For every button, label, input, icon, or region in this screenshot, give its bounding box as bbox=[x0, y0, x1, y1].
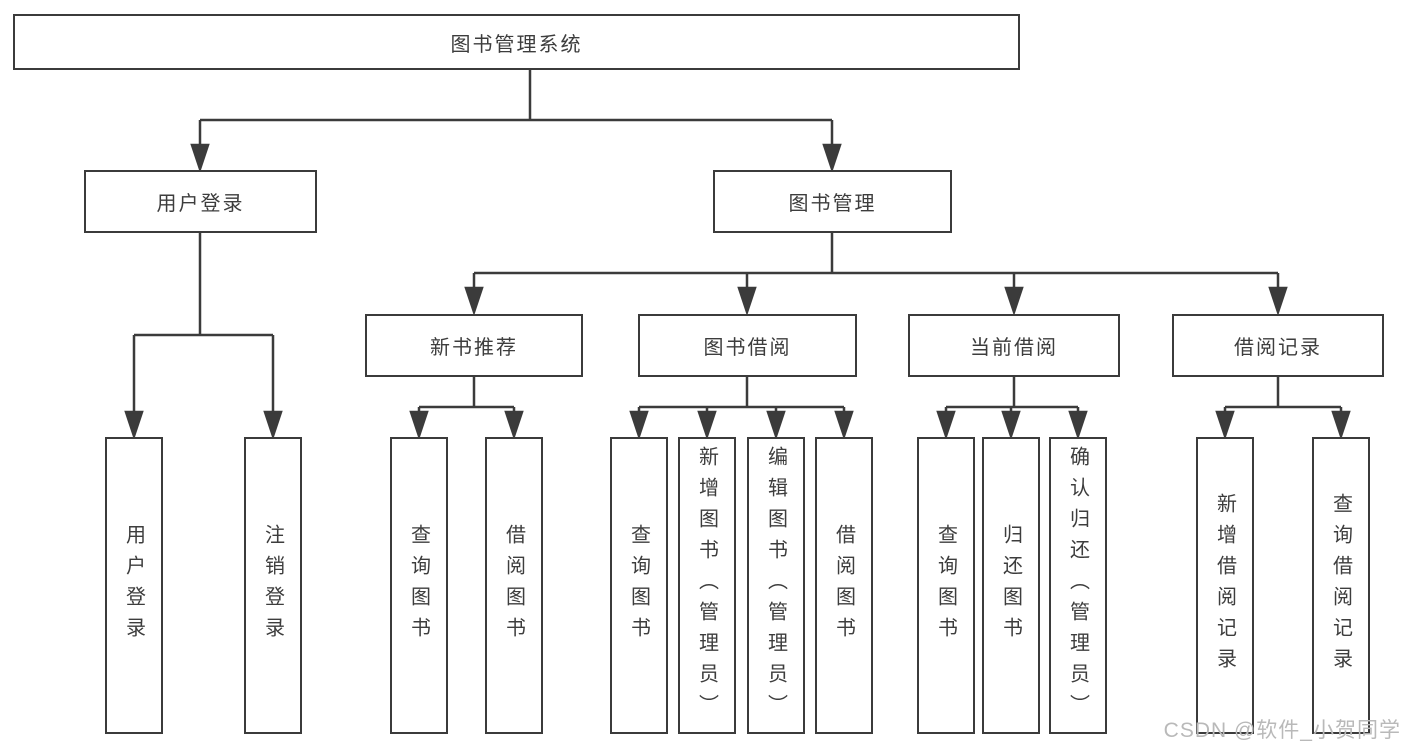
leaf-query-books-current-label: 查询图书 bbox=[934, 523, 957, 648]
node-book-management-label: 图书管理 bbox=[788, 193, 877, 215]
node-borrowing-records: 借阅记录 bbox=[1172, 314, 1384, 377]
node-borrowing-records-label: 借阅记录 bbox=[1234, 337, 1322, 359]
leaf-borrow-books-borrowing-label: 借阅图书 bbox=[832, 523, 855, 648]
leaf-return-books-label: 归还图书 bbox=[999, 523, 1022, 648]
node-root: 图书管理系统 bbox=[13, 14, 1020, 70]
leaf-edit-book-admin: 编辑图书（管理员） bbox=[747, 437, 805, 734]
leaf-query-books-recommend: 查询图书 bbox=[390, 437, 448, 734]
leaf-borrow-books-recommend: 借阅图书 bbox=[485, 437, 543, 734]
leaf-add-borrow-record: 新增借阅记录 bbox=[1196, 437, 1254, 734]
leaf-user-login-label: 用户登录 bbox=[122, 523, 145, 648]
leaf-query-books-current: 查询图书 bbox=[917, 437, 975, 734]
connector-root-to-level2 bbox=[190, 70, 842, 173]
leaf-query-borrow-record-label: 查询借阅记录 bbox=[1329, 492, 1352, 679]
node-root-label: 图书管理系统 bbox=[450, 33, 583, 56]
leaf-borrow-books-recommend-label: 借阅图书 bbox=[502, 523, 525, 648]
connector-book-management-branch bbox=[464, 233, 1288, 316]
node-user-login-label: 用户登录 bbox=[156, 193, 245, 215]
node-new-book-recommend: 新书推荐 bbox=[365, 314, 583, 377]
leaf-confirm-return-admin: 确认归还（管理员） bbox=[1049, 437, 1107, 734]
connector-new-book-recommend-branch bbox=[409, 377, 524, 440]
leaf-borrow-books-borrowing: 借阅图书 bbox=[815, 437, 873, 734]
leaf-add-book-admin: 新增图书（管理员） bbox=[678, 437, 736, 734]
node-book-borrowing-label: 图书借阅 bbox=[703, 337, 792, 359]
leaf-confirm-return-admin-label: 确认归还（管理员） bbox=[1066, 446, 1089, 725]
node-new-book-recommend-label: 新书推荐 bbox=[430, 337, 518, 359]
leaf-add-book-admin-label: 新增图书（管理员） bbox=[695, 446, 718, 725]
node-book-borrowing: 图书借阅 bbox=[638, 314, 857, 377]
leaf-query-books-recommend-label: 查询图书 bbox=[407, 523, 430, 648]
leaf-user-login: 用户登录 bbox=[105, 437, 163, 734]
connector-borrowing-records-branch bbox=[1215, 377, 1351, 440]
node-current-borrowing: 当前借阅 bbox=[908, 314, 1120, 377]
node-user-login: 用户登录 bbox=[84, 170, 317, 233]
csdn-watermark: CSDN @软件_小贺同学 bbox=[1163, 719, 1401, 742]
node-book-management: 图书管理 bbox=[713, 170, 952, 233]
node-current-borrowing-label: 当前借阅 bbox=[970, 337, 1058, 359]
leaf-logout: 注销登录 bbox=[244, 437, 302, 734]
leaf-edit-book-admin-label: 编辑图书（管理员） bbox=[764, 446, 787, 725]
connector-user-login-branch bbox=[124, 233, 283, 440]
connector-current-borrowing-branch bbox=[936, 377, 1088, 440]
leaf-query-books-borrowing-label: 查询图书 bbox=[627, 523, 650, 648]
leaf-add-borrow-record-label: 新增借阅记录 bbox=[1213, 492, 1236, 679]
leaf-query-books-borrowing: 查询图书 bbox=[610, 437, 668, 734]
leaf-return-books: 归还图书 bbox=[982, 437, 1040, 734]
connector-book-borrowing-branch bbox=[629, 377, 854, 440]
leaf-query-borrow-record: 查询借阅记录 bbox=[1312, 437, 1370, 734]
leaf-logout-label: 注销登录 bbox=[261, 523, 284, 648]
